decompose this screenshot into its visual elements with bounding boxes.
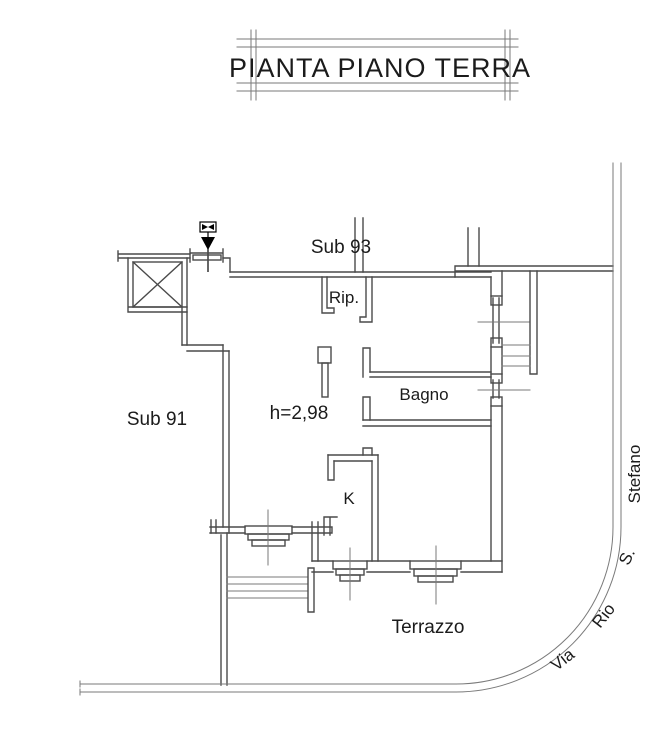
window-right-upper	[477, 295, 531, 348]
door-swing-symbol	[317, 346, 332, 398]
top-wall	[229, 217, 614, 278]
kitchen-walls	[327, 447, 379, 562]
room-label-bagno: Bagno	[399, 385, 448, 404]
room-label-rip: Rip.	[329, 288, 359, 307]
bottom-exterior-wall	[311, 516, 503, 573]
window-terrace-right	[409, 545, 462, 605]
street-name: Via Rio S. Stefano	[547, 445, 644, 675]
entrance-arrow-icon	[199, 221, 217, 272]
window-bagno	[477, 373, 531, 407]
street-word-stefano: Stefano	[625, 445, 644, 504]
street-word-s: S.	[615, 545, 639, 568]
label-terrazzo: Terrazzo	[392, 617, 465, 638]
external-stair	[501, 270, 538, 375]
room-label-kitchen: K	[343, 489, 355, 508]
closet-walls	[321, 276, 373, 323]
street-word-via: Via	[547, 644, 578, 674]
label-sub-91: Sub 91	[127, 409, 187, 430]
bathroom-walls	[362, 347, 492, 427]
page-title: PIANTA PIANO TERRA	[229, 53, 531, 83]
road-boundary	[79, 162, 622, 696]
right-exterior-wall	[490, 270, 503, 573]
title-block: PIANTA PIANO TERRA	[229, 29, 531, 101]
label-ceiling-height: h=2,98	[270, 403, 329, 424]
window-lower-left	[244, 509, 293, 566]
left-interior-wall	[222, 344, 230, 534]
window-terrace-left	[332, 547, 368, 601]
garden-stairs	[220, 532, 315, 686]
entrance-door	[189, 248, 231, 273]
stair-shaft	[117, 250, 230, 352]
label-sub-93: Sub 93	[311, 237, 371, 258]
